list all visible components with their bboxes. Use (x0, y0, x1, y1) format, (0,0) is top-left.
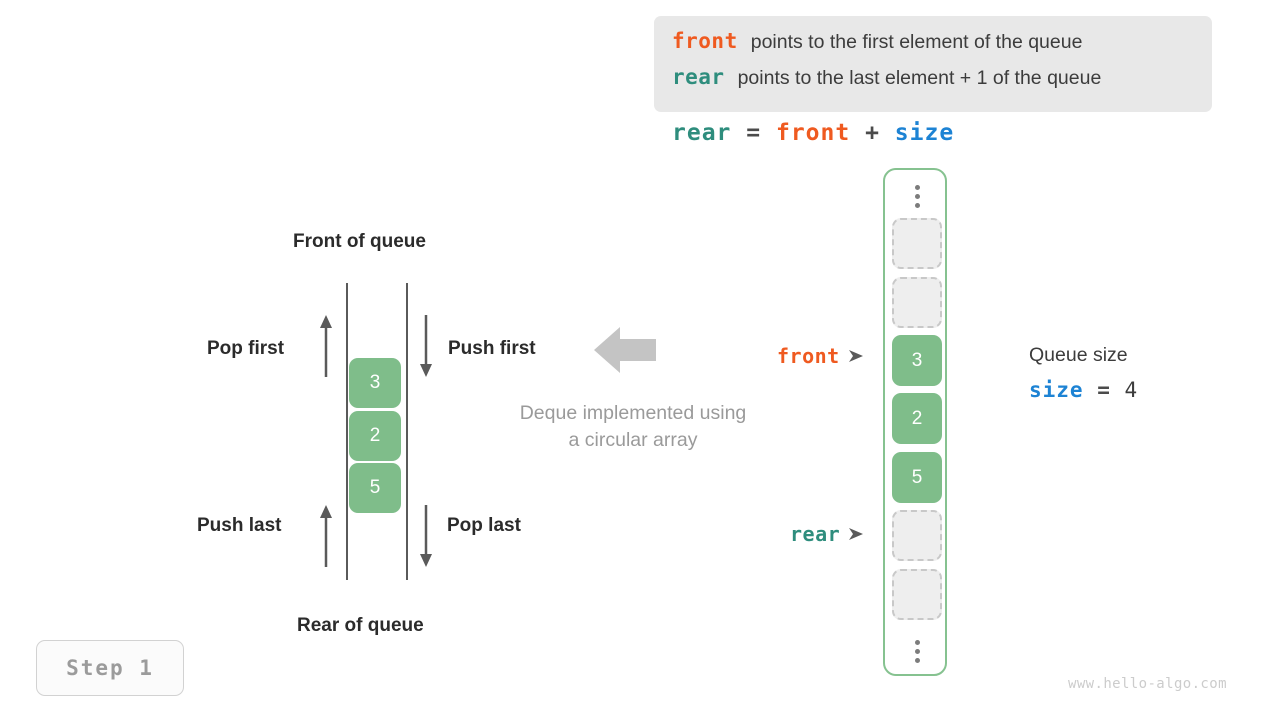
ellipsis-bottom-icon (885, 640, 949, 663)
push-last-label: Push last (197, 515, 282, 536)
pop-last-label: Pop last (447, 515, 521, 536)
deque-cell: 5 (349, 463, 401, 513)
pop-first-label: Pop first (207, 338, 285, 359)
formula-plus: + (865, 120, 880, 146)
formula-rear-equals-front-plus-size: rear = front + size (672, 120, 954, 146)
formula-front: front (775, 120, 851, 146)
array-slot: 5 (892, 452, 942, 503)
deque-cell: 3 (349, 358, 401, 408)
queue-size-title: Queue size (1029, 344, 1128, 366)
queue-size-var: size (1029, 378, 1084, 402)
deque-rail-right (406, 283, 408, 580)
center-caption-line1: Deque implemented using (519, 402, 747, 424)
big-left-arrow-icon (594, 327, 656, 373)
ellipsis-top-icon (885, 185, 949, 208)
pop-first-arrow-icon (320, 315, 332, 377)
step-badge: Step 1 (36, 640, 184, 696)
legend-var-rear: rear (672, 65, 725, 89)
rear-pointer-text: rear (790, 522, 841, 546)
push-first-arrow-icon (420, 315, 432, 377)
push-first-label: Push first (448, 338, 536, 359)
array-slot (892, 510, 942, 561)
pointer-arrow-icon (849, 528, 864, 540)
pointer-arrow-icon (848, 350, 863, 362)
formula-equals: = (746, 120, 762, 146)
formula-size: size (894, 120, 955, 146)
array-slot (892, 569, 942, 620)
center-caption-line2: a circular array (568, 429, 698, 451)
queue-size-number: 4 (1124, 378, 1139, 402)
queue-size-equals: = (1097, 378, 1111, 402)
array-slot: 3 (892, 335, 942, 386)
front-pointer-label: front (777, 344, 865, 368)
legend-var-front: front (672, 29, 738, 53)
array-slot: 2 (892, 393, 942, 444)
rear-pointer-label: rear (790, 522, 865, 546)
legend-box: front points to the first element of the… (654, 16, 1212, 112)
rear-of-queue-label: Rear of queue (297, 615, 424, 636)
array-slot (892, 277, 942, 328)
push-last-arrow-icon (320, 505, 332, 567)
legend-line-front: front points to the first element of the… (672, 29, 1194, 65)
watermark: www.hello-algo.com (1068, 676, 1227, 692)
formula-rear: rear (672, 120, 732, 146)
deque-rail-left (346, 283, 348, 580)
array-slot (892, 218, 942, 269)
legend-line-rear: rear points to the last element + 1 of t… (672, 65, 1194, 101)
legend-text-rear: points to the last element + 1 of the qu… (737, 67, 1102, 89)
front-of-queue-label: Front of queue (293, 231, 426, 252)
center-caption: Deque implemented using a circular array (493, 400, 773, 454)
front-pointer-text: front (777, 344, 840, 368)
pop-last-arrow-icon (420, 505, 432, 567)
deque-cell: 2 (349, 411, 401, 461)
queue-size-value: size = 4 (1029, 378, 1138, 402)
legend-text-front: points to the first element of the queue (750, 31, 1083, 53)
circular-array-frame: 3 2 5 (883, 168, 947, 676)
